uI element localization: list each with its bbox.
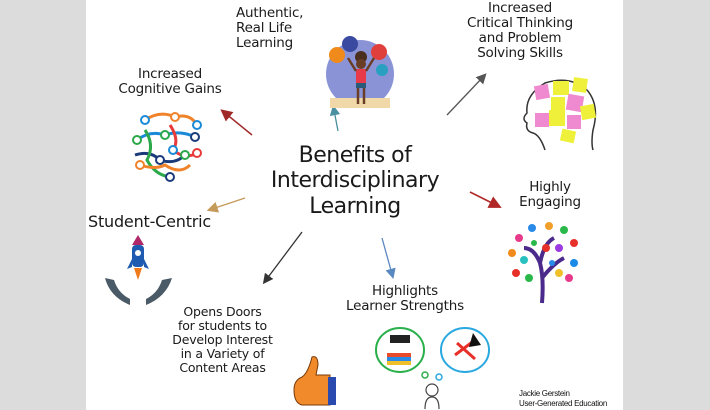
arrow-student-centric: [206, 197, 246, 213]
node-critical-label: Increased Critical Thinking and Problem …: [467, 0, 573, 62]
node-opens-doors-label: Opens Doors for students to Develop Inte…: [172, 304, 273, 375]
node-student-centric-label: Student-Centric: [88, 212, 212, 231]
rocket-in-hands-icon: [105, 235, 172, 305]
arrow-cognitive: [220, 109, 253, 136]
network-brain-icon: [132, 112, 202, 182]
node-cognitive-label: Increased Cognitive Gains: [118, 66, 222, 98]
head-with-sticky-notes-icon: [523, 77, 597, 151]
arrow-opens-doors: [262, 231, 303, 285]
arrow-critical: [446, 73, 487, 116]
arrow-authentic: [329, 104, 341, 132]
node-strengths-label: Highlights Learner Strengths: [346, 283, 464, 315]
diagram-title: Benefits of Interdisciplinary Learning: [270, 143, 440, 219]
node-engaging-label: Highly Engaging: [519, 179, 581, 211]
colorful-tree-icon: [508, 222, 578, 304]
thumbs-up-icon: [293, 356, 336, 406]
thinker-with-thought-bubbles-icon: [375, 327, 490, 410]
arrow-strengths: [381, 237, 396, 280]
student-with-icons-circle-icon: [326, 36, 394, 108]
node-authentic-label: Authentic, Real Life Learning: [236, 5, 304, 52]
credit-text: Jackie Gerstein User-Generated Education: [519, 389, 607, 408]
arrow-engaging: [469, 191, 502, 208]
